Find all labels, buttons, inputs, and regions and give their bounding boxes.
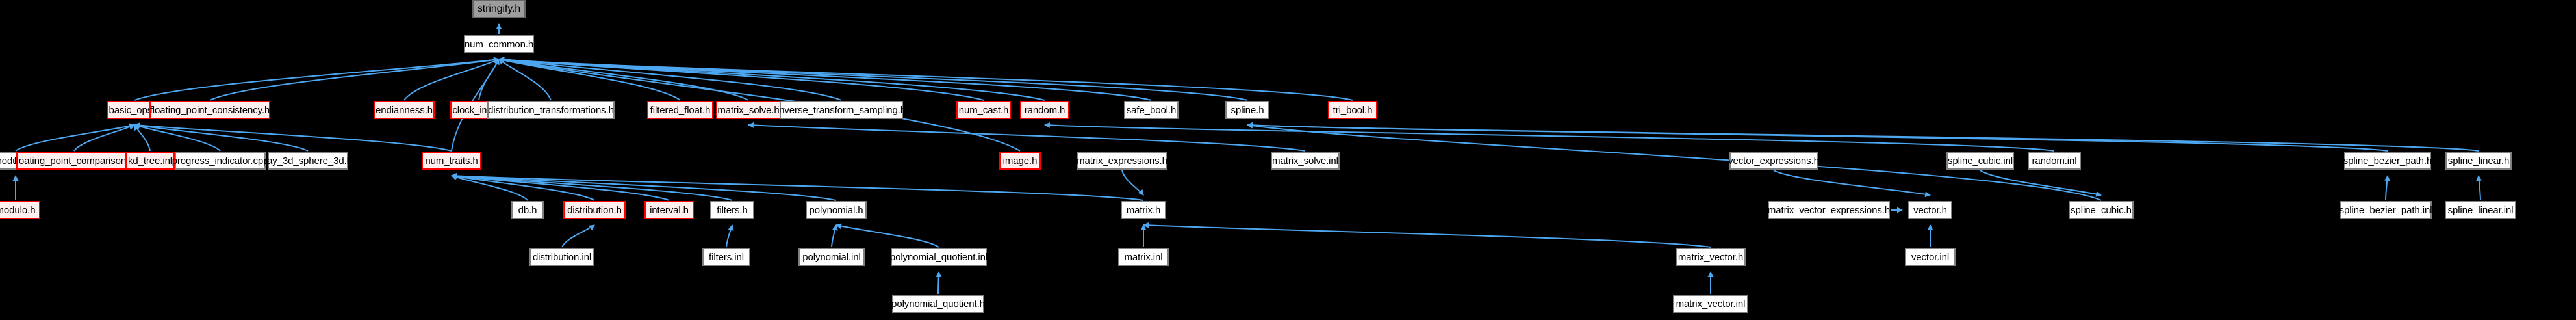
graph-node-spline-bezier-path-inl[interactable]: spline_bezier_path.inl [2340, 201, 2432, 219]
graph-node-filters-h[interactable]: filters.h [710, 201, 754, 219]
graph-node-matrix-vector-expressions-h[interactable]: matrix_vector_expressions.h [1768, 201, 1890, 219]
graph-node-floating-point-consistency-h[interactable]: floating_point_consistency.h [149, 101, 270, 119]
graph-node-distribution-transformations-h[interactable]: distribution_transformations.h [487, 101, 615, 119]
graph-node-spline-cubic-inl[interactable]: spline_cubic.inl [1946, 152, 2014, 170]
graph-node-filters-inl[interactable]: filters.inl [702, 248, 750, 266]
graph-node-spline-bezier-path-h[interactable]: spline_bezier_path.h [2343, 152, 2432, 170]
graph-node-progress-indicator-cpp[interactable]: progress_indicator.cpp [172, 152, 268, 170]
graph-node-random-h[interactable]: random.h [1020, 101, 1069, 119]
graph-node-spline-h[interactable]: spline.h [1225, 101, 1269, 119]
graph-node-filtered-float-h[interactable]: filtered_float.h [647, 101, 713, 119]
graph-node-spline-cubic-h[interactable]: spline_cubic.h [2069, 201, 2134, 219]
graph-node-num-common-h[interactable]: num_common.h [464, 35, 534, 53]
graph-node-matrix-expressions-h[interactable]: matrix_expressions.h [1077, 152, 1167, 170]
graph-node-db-h[interactable]: db.h [511, 201, 544, 219]
graph-node-polynomial-quotient-inl[interactable]: polynomial_quotient.inl [890, 248, 988, 266]
graph-node-distribution-h[interactable]: distribution.h [563, 201, 626, 219]
graph-node-spline-linear-inl[interactable]: spline_linear.inl [2445, 201, 2516, 219]
graph-node-num-traits-h[interactable]: num_traits.h [422, 152, 481, 170]
graph-node-image-h[interactable]: image.h [999, 152, 1041, 170]
graph-node-tri-bool-h[interactable]: tri_bool.h [1328, 101, 1377, 119]
graph-node-num-cast-h[interactable]: num_cast.h [956, 101, 1011, 119]
graph-node-vector-expressions-h[interactable]: vector_expressions.h [1728, 152, 1819, 170]
graph-node-matrix-inl[interactable]: matrix.inl [1118, 248, 1169, 266]
graph-node-matrix-vector-h[interactable]: matrix_vector.h [1676, 248, 1746, 266]
graph-node-safe-bool-h[interactable]: safe_bool.h [1124, 101, 1179, 119]
graph-node-inverse-transform-sampling-h[interactable]: inverse_transform_sampling.h [777, 101, 906, 119]
graph-node-matrix-solve-inl[interactable]: matrix_solve.inl [1271, 152, 1340, 170]
graph-node-polynomial-h[interactable]: polynomial.h [806, 201, 867, 219]
graph-node-stringify-h[interactable]: stringify.h [472, 0, 526, 18]
graph-node-matrix-vector-inl[interactable]: matrix_vector.inl [1673, 295, 1748, 313]
graph-node-matrix-h[interactable]: matrix.h [1121, 201, 1166, 219]
graph-node-kd-tree-inl[interactable]: kd_tree.inl [125, 152, 175, 170]
graph-node-ray-3d-sphere-3d-h[interactable]: ray_3d_sphere_3d.h [264, 152, 352, 170]
graph-node-interval-h[interactable]: interval.h [644, 201, 694, 219]
graph-node-floating-point-comparison-h[interactable]: floating_point_comparison.h [14, 152, 134, 170]
graph-node-polynomial-quotient-h[interactable]: polynomial_quotient.h [891, 295, 985, 313]
graph-node-random-inl[interactable]: random.inl [2028, 152, 2081, 170]
graph-node-vector-h[interactable]: vector.h [1908, 201, 1952, 219]
graph-node-vector-inl[interactable]: vector.inl [1905, 248, 1956, 266]
graph-node-distribution-inl[interactable]: distribution.inl [529, 248, 594, 266]
graph-node-polynomial-inl[interactable]: polynomial.inl [798, 248, 865, 266]
graph-node-spline-linear-h[interactable]: spline_linear.h [2445, 152, 2512, 170]
graph-node-modulo-h[interactable]: modulo.h [0, 201, 40, 219]
graph-node-endianness-h[interactable]: endianness.h [374, 101, 435, 119]
graph-node-matrix-solve-h[interactable]: matrix_solve.h [716, 101, 781, 119]
